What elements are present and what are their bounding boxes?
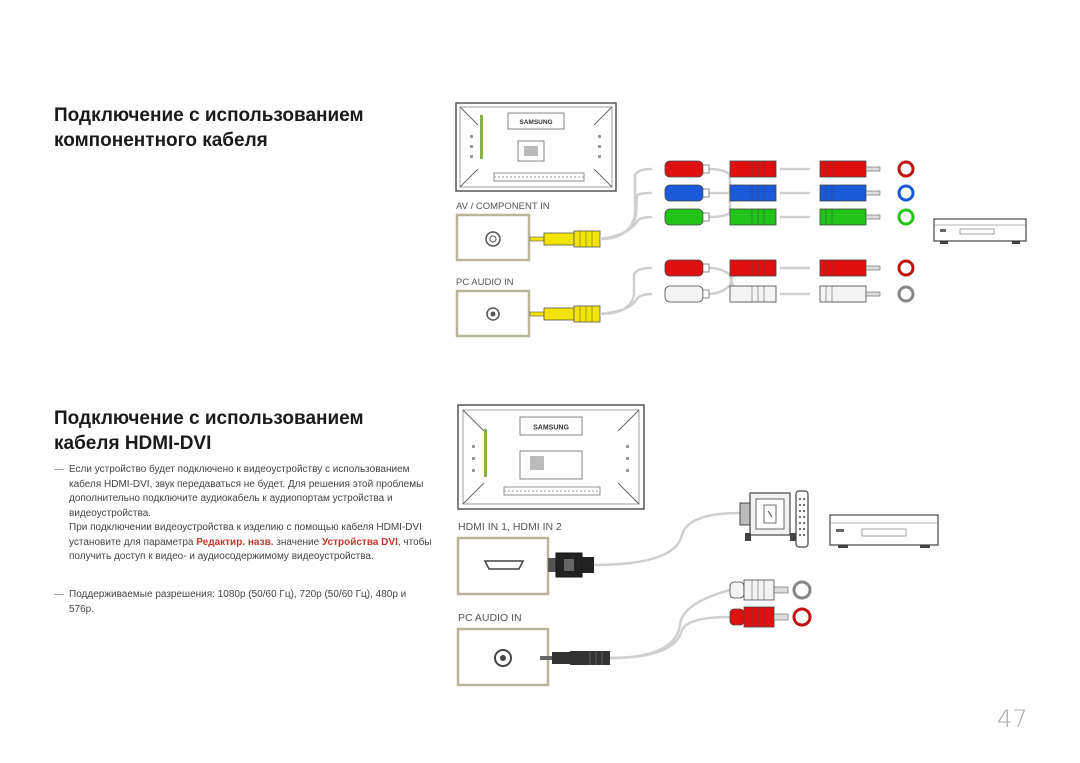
hdmi-dvi-connection-diagram: SAMSUNG HDMI IN 1, HDMI IN 2 PC AUDIO IN [456,404,939,687]
note2-text: Поддерживаемые разрешения: 1080p (50/60 … [69,589,407,615]
dvi-connector [739,490,809,548]
cable-plugs-middle [729,160,777,303]
dvd-player-icon-2 [829,514,939,548]
hdmi-port-label: HDMI IN 1, HDMI IN 2 [458,521,562,533]
audio-plug [540,651,610,665]
hdmi-plug [548,552,594,578]
brand-logo-2: SAMSUNG [533,425,569,432]
cable-end-left [664,160,710,303]
section2-title: Подключение с использованием кабеля HDMI… [54,406,364,456]
brand-logo: SAMSUNG [519,119,552,126]
section2-title-line1: Подключение с использованием [54,408,364,429]
hdmi-dvi-note-1: — Если устройство будет подключено к вид… [54,463,434,565]
note1-setting-text: При подключении видеоустройства к издели… [54,521,434,565]
yellow-plug-av [529,230,601,248]
note1-text-c: , чтобы получить доступ к видео- и аудио… [69,536,432,563]
rca-plugs [729,579,812,628]
display-back-panel-2: SAMSUNG [457,404,645,510]
hdmi-dvi-note-2: — Поддерживаемые разрешения: 1080p (50/6… [54,588,434,617]
device-jacks [897,160,915,303]
cable-plugs-right [819,160,881,303]
note1-text-b: значение [273,536,322,548]
hdmi-port-icon [483,560,525,570]
section1-title: Подключение с использованием компонентно… [54,103,364,153]
note1-text: Если устройство будет подключено к видео… [69,464,424,519]
note1-text-a: При подключении видеоустройства к издели… [69,522,422,548]
pc-audio-port-label-2: PC AUDIO IN [458,612,522,624]
av-component-port-label: AV / COMPONENT IN [456,201,550,212]
page-number: 47 [997,705,1028,733]
note-dash: — [54,589,64,600]
dvd-player-icon [933,218,1027,244]
dvi-devices-setting: Устройства DVI [321,536,398,548]
section1-title-line2: компонентного кабеля [54,130,268,151]
yellow-plug-audio [529,305,601,323]
section1-title-line1: Подключение с использованием [54,105,364,126]
section2-title-line2: кабеля HDMI-DVI [54,433,212,454]
note-dash: — [54,464,64,475]
component-connection-diagram: SAMSUNG AV / COMPONENT IN PC AUDIO IN [455,102,1027,338]
display-back-panel: SAMSUNG [455,102,617,192]
edit-name-setting: Редактир. назв. [196,536,274,548]
pc-audio-port-label-1: PC AUDIO IN [456,277,514,288]
